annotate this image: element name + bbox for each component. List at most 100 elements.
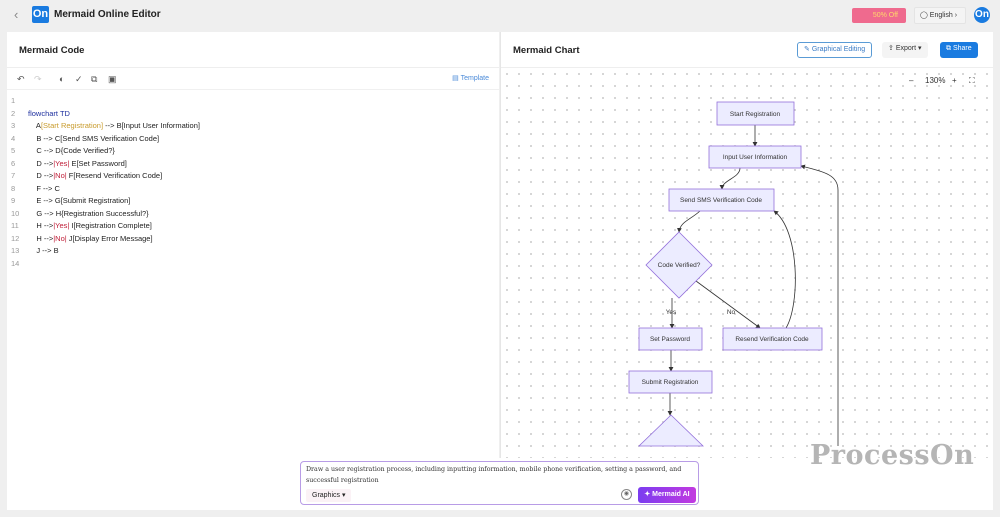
code-token: F[Resend Verification Code] — [66, 171, 163, 180]
code-token: H --> — [28, 221, 54, 230]
back-icon[interactable]: ‹ — [14, 7, 19, 22]
code-line: 10 G --> H{Registration Successful?} — [7, 208, 499, 221]
code-line: 4 B --> C[Send SMS Verification Code] — [7, 133, 499, 146]
zoom-out-button[interactable]: – — [909, 76, 914, 85]
copy-icon[interactable]: ⧉ — [91, 74, 98, 84]
code-line: 2 flowchart TD — [7, 108, 499, 121]
palette-icon[interactable]: ◐ — [59, 74, 65, 84]
line-number: 14 — [11, 258, 20, 268]
node-label: Send SMS Verification Code — [680, 197, 762, 204]
node-resend-code — [722, 327, 823, 351]
code-token: |Yes| — [53, 221, 70, 230]
code-token: I[Registration Complete] — [69, 221, 152, 230]
globe-icon: ◯ — [920, 12, 928, 19]
app-title: Mermaid Online Editor — [54, 9, 161, 20]
line-number: 7 — [11, 171, 16, 180]
ai-button-label: Mermaid AI — [652, 491, 690, 498]
code-token: flowchart TD — [28, 108, 70, 118]
node-label: Set Password — [650, 336, 690, 343]
node-label: Input User Information — [723, 154, 788, 161]
line-number: 6 — [11, 158, 16, 168]
code-line: 14 — [7, 258, 499, 271]
code-line: 5 C --> D{Code Verified?} — [7, 145, 499, 158]
code-token: |No| — [53, 233, 67, 243]
edge-j-b — [800, 164, 839, 446]
zoom-level: 130% — [925, 76, 946, 85]
node-label: Resend Verification Code — [735, 336, 809, 343]
export-button[interactable]: ⇪ Export ▾ — [882, 42, 928, 58]
line-number: 3 — [11, 121, 16, 130]
code-line: 9 E --> G[Submit Registration] — [7, 195, 499, 208]
line-number: 9 — [11, 196, 16, 205]
share-button[interactable]: ⧉ Share — [940, 42, 978, 58]
mermaid-ai-button[interactable]: ✦ Mermaid AI — [638, 487, 696, 503]
code-line: 7 D -->|No| F[Resend Verification Code] — [7, 170, 499, 183]
code-editor[interactable]: 1 2 flowchart TD 3 A[Start Registration] --… — [7, 90, 499, 270]
edge-label-yes: Yes — [666, 309, 677, 316]
line-number: 2 — [11, 108, 16, 118]
mode-label: Graphics — [312, 492, 341, 499]
code-token: H --> — [28, 233, 54, 243]
code-token: J --> B — [28, 246, 59, 255]
code-line: 1 — [7, 95, 499, 108]
graphical-editing-button[interactable]: ✎ Graphical Editing — [797, 42, 873, 58]
fullscreen-icon[interactable]: ⛶ — [969, 76, 975, 85]
node-label: Code Verified? — [658, 262, 701, 269]
promo-badge[interactable]: 50% Off — [852, 8, 906, 23]
robot-icon[interactable]: ▣ — [108, 74, 117, 84]
chart-canvas[interactable] — [501, 68, 994, 458]
node-label: Submit Registration — [642, 379, 699, 386]
line-number: 11 — [11, 221, 19, 230]
template-label: Template — [460, 75, 489, 82]
app-logo: On — [32, 6, 49, 23]
edge-f-c — [773, 210, 796, 329]
top-bar: ‹ On Mermaid Online Editor 50% Off ◯ Eng… — [0, 0, 1000, 32]
undo-icon[interactable]: ↶ — [17, 74, 25, 84]
microphone-icon[interactable]: ◉ — [621, 489, 632, 500]
code-toolbar: ↶ ↷ ◐ ✓ ⧉ ▣ ▤ Template — [7, 68, 499, 90]
line-number: 8 — [11, 183, 16, 193]
ai-prompt-box[interactable]: Draw a user registration process, includ… — [300, 461, 699, 505]
node-start-registration — [716, 101, 795, 126]
graphical-editing-label: Graphical Editing — [811, 46, 866, 53]
avatar[interactable]: On — [974, 7, 990, 23]
chart-panel-title: Mermaid Chart — [501, 32, 993, 68]
line-number: 13 — [11, 246, 20, 255]
edge-label-no: No — [727, 309, 736, 316]
mode-dropdown[interactable]: Graphics ▾ — [306, 489, 352, 502]
node-submit-registration — [628, 370, 713, 394]
language-label: English — [929, 12, 953, 19]
code-token: |Yes| — [53, 158, 70, 168]
language-selector[interactable]: ◯ English › — [914, 7, 966, 24]
brush-icon[interactable]: ✓ — [75, 74, 83, 84]
code-token: D --> — [28, 158, 54, 168]
code-line: 11 H -->|Yes| I[Registration Complete] — [7, 220, 499, 233]
prompt-input[interactable]: Draw a user registration process, includ… — [306, 466, 682, 484]
code-line: 3 A[Start Registration] --> B[Input User… — [7, 120, 499, 133]
code-line: 8 F --> C — [7, 183, 499, 196]
template-button[interactable]: ▤ Template — [452, 75, 489, 82]
node-code-verified — [645, 231, 713, 299]
code-token: E --> G[Submit Registration] — [28, 196, 131, 205]
processon-watermark: ProcessOn — [810, 440, 975, 471]
line-number: 4 — [11, 133, 16, 143]
code-line: 6 D -->|Yes| E[Set Password] — [7, 158, 499, 171]
edge-b-c — [719, 167, 741, 190]
line-number: 1 — [11, 96, 16, 105]
line-number: 5 — [11, 146, 16, 155]
code-token: E[Set Password] — [69, 158, 127, 168]
node-label: Start Registration — [730, 111, 781, 118]
code-token: J[Display Error Message] — [66, 233, 153, 243]
code-token: B --> C[Send SMS Verification Code] — [28, 133, 160, 143]
code-token: |No| — [53, 171, 67, 180]
zoom-in-button[interactable]: + — [952, 76, 957, 85]
export-label: Export — [895, 45, 917, 52]
code-token: D --> — [28, 171, 54, 180]
redo-icon[interactable]: ↷ — [34, 74, 42, 84]
node-send-sms — [668, 188, 775, 212]
edge-d-f — [695, 280, 761, 329]
code-token: --> B[Input User Information] — [103, 121, 200, 130]
edge-c-d — [677, 210, 701, 233]
